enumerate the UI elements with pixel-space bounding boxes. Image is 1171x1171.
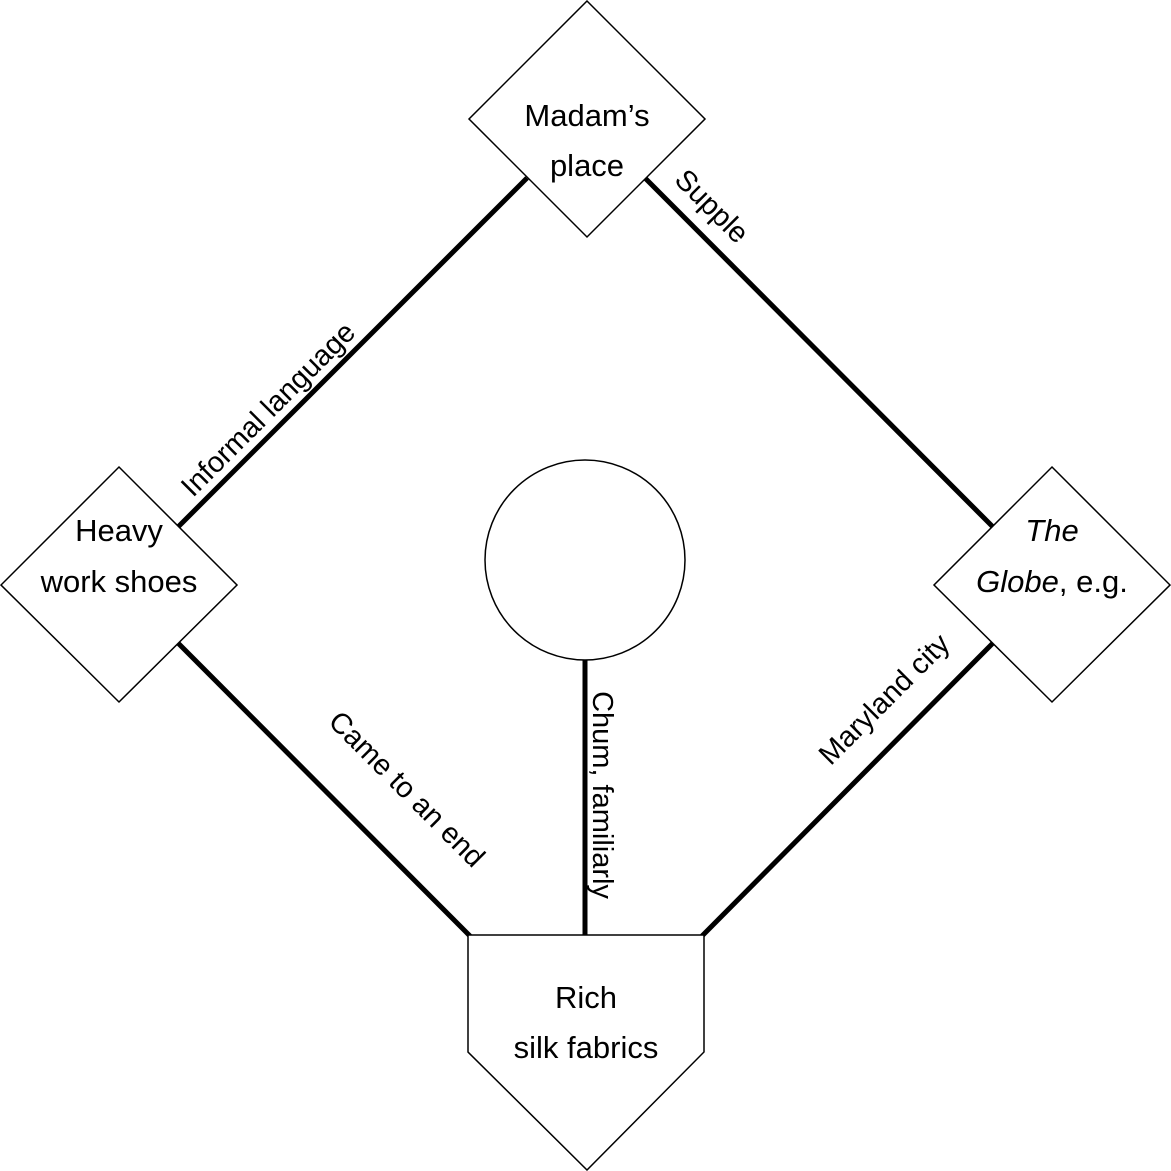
left-label-line1: Heavy (75, 513, 163, 548)
clue-top-right: Supple (668, 163, 754, 249)
right-label-line1: The (1025, 513, 1078, 548)
edge-top-right (643, 176, 995, 529)
node-home-plate (467, 934, 705, 1171)
right-label-rest: , e.g. (1059, 564, 1128, 599)
home-label-line2: silk fabrics (514, 1030, 659, 1065)
clue-left-top: Informal language (175, 316, 362, 503)
edge-left-top (176, 176, 529, 529)
home-label-line1: Rich (555, 980, 617, 1015)
node-top-diamond (467, 0, 707, 239)
edge-left-home (176, 641, 472, 938)
node-right-diamond (932, 465, 1171, 704)
top-label-line2: place (550, 148, 624, 183)
right-label-italic: Globe (976, 564, 1059, 599)
edge-right-home (700, 641, 995, 938)
node-left-diamond (0, 465, 239, 704)
clue-center-home: Chum, familiarly (586, 691, 618, 899)
center-circle[interactable] (484, 459, 686, 661)
connections (176, 176, 995, 938)
clue-left-home: Came to an end (322, 705, 491, 874)
right-label-line2: Globe, e.g. (976, 564, 1128, 599)
left-label-line2: work shoes (40, 564, 198, 599)
top-label-line1: Madam’s (524, 98, 649, 133)
